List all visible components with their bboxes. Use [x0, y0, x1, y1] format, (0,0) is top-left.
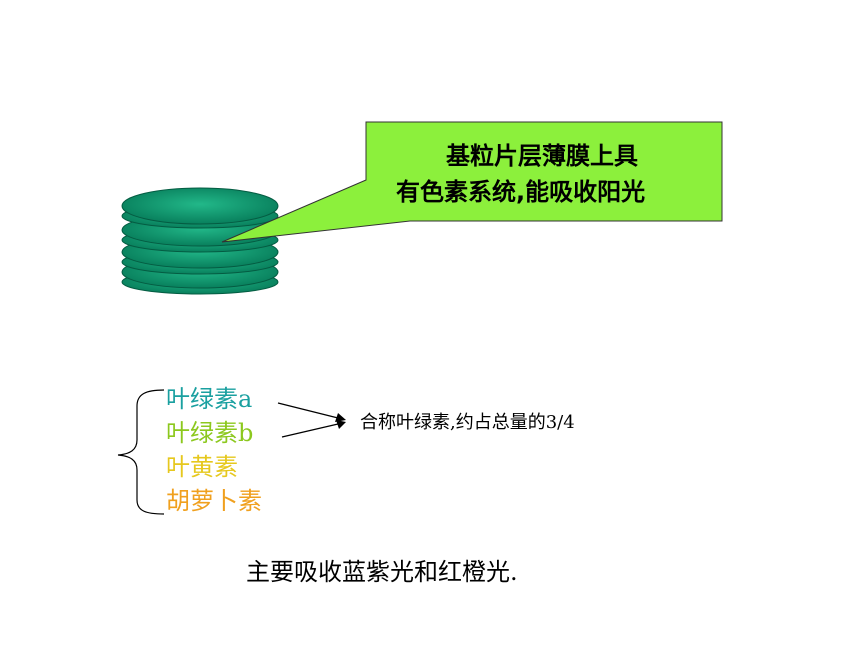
pigment-chlorophyll-b: 叶绿素b [166, 419, 254, 447]
callout-box [221, 121, 723, 243]
granum-stack [121, 187, 279, 295]
chlorophyll-note: 合称叶绿素,约占总量的3/4 [360, 412, 575, 433]
callout-line-2: 有色素系统,能吸收阳光 [396, 178, 646, 206]
arrow-from-chlorophyll-b [281, 420, 346, 438]
pigment-chlorophyll-a: 叶绿素a [166, 385, 253, 413]
absorption-summary: 主要吸收蓝紫光和红橙光. [246, 558, 518, 586]
callout-text: 基粒片层薄膜上具 有色素系统,能吸收阳光 [366, 138, 722, 210]
arrow-from-chlorophyll-a [277, 402, 346, 422]
callout-line-1: 基粒片层薄膜上具 [446, 142, 638, 170]
brace [117, 389, 165, 515]
pigment-xanthophyll: 叶黄素 [166, 453, 238, 481]
thylakoid-disc-1 [121, 187, 279, 229]
pigment-carotene: 胡萝卜素 [166, 487, 262, 515]
